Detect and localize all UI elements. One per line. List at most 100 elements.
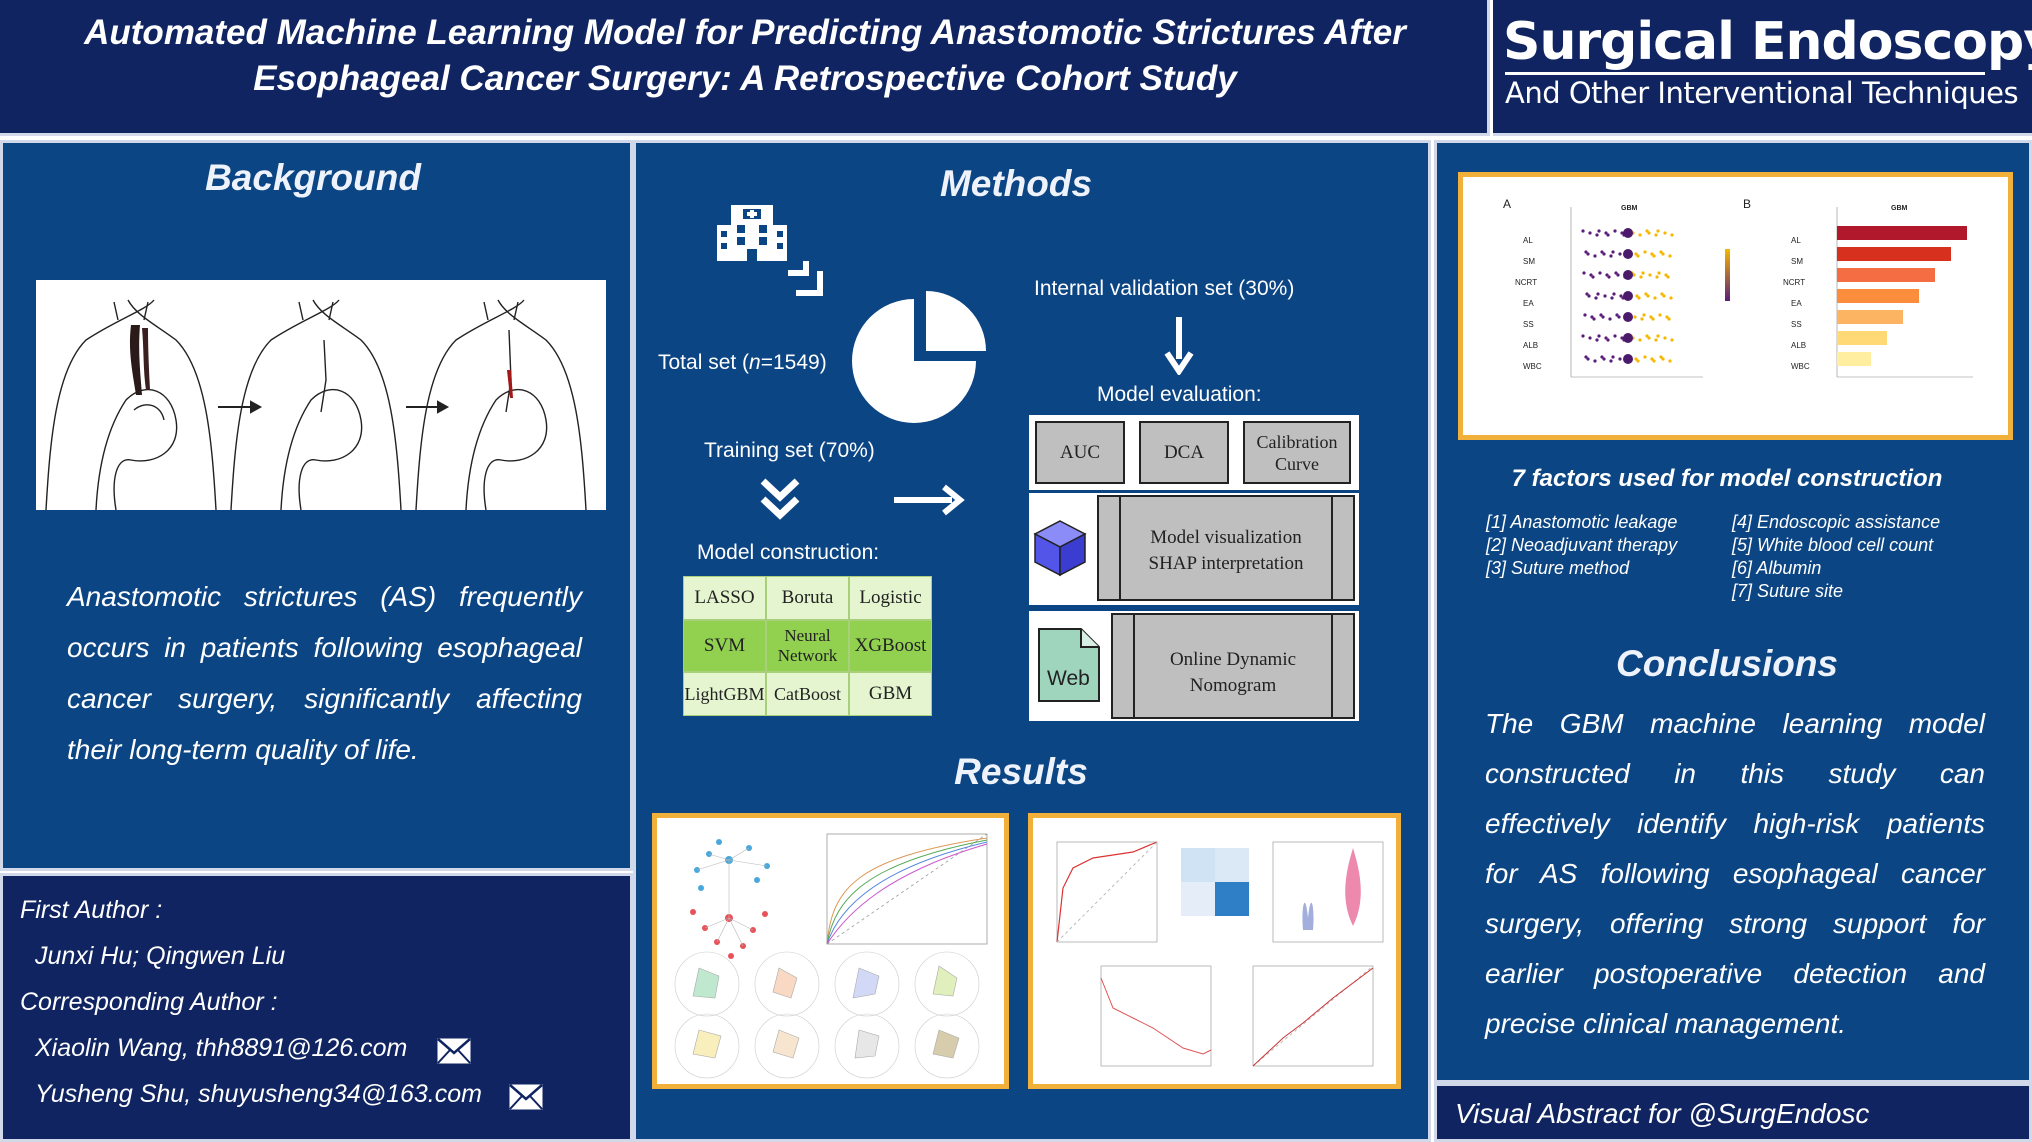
shap-feature-label: SS [1523, 320, 1534, 329]
arrow-right-icon [894, 483, 966, 522]
corresponding-author-2: Yusheng Shu, shuyusheng34@163.com [35, 1080, 482, 1108]
conclusions-text: The GBM machine learning model construct… [1485, 699, 1985, 1049]
chevron-down-right-icon [786, 259, 828, 306]
background-text: Anastomotic strictures (AS) frequently o… [67, 571, 582, 775]
model-lightgbm: LightGBM [683, 672, 766, 716]
footer-panel: Visual Abstract for @SurgEndosc [1434, 1083, 2032, 1142]
conclusion-line-3: effectively identify high-risk patients [1485, 808, 1985, 839]
first-authors: Junxi Hu; Qingwen Liu [35, 942, 286, 970]
background-line-3: cancer surgery, significantly affecting [67, 683, 582, 714]
conclusion-line-1: The GBM machine learning model [1485, 708, 1985, 739]
conclusions-heading: Conclusions [1615, 643, 1839, 684]
results-heading: Results [954, 751, 1088, 792]
arrow-down-icon [1164, 317, 1194, 380]
methods-heading: Methods [939, 163, 1093, 204]
surgery-illustration [36, 280, 606, 511]
factor-item: [6] Albumin [1732, 558, 1822, 578]
conclusion-line-4: for AS following esophageal cancer [1485, 858, 1985, 889]
shap-feature-label: NCRT [1783, 278, 1806, 287]
journal-logo: Surgical Endoscopy And Other Interventio… [1493, 0, 2032, 136]
evaluation-box: AUC DCA Calibration Curve [1029, 415, 1359, 490]
shap-panel-a-label: A [1503, 197, 1512, 211]
conclusion-line-7: precise clinical management. [1485, 1008, 1847, 1039]
methods-panel: Methods Total set (n=1549) [633, 140, 1431, 1142]
results-figure-1 [652, 813, 1009, 1089]
visual-abstract-label: Visual Abstract for @SurgEndosc [1455, 1098, 1870, 1129]
factor-item: [5] White blood cell count [1732, 535, 1934, 555]
model-visualization-box: Model visualization SHAP interpretation [1029, 493, 1359, 605]
vis-line-2: SHAP interpretation [1148, 553, 1304, 574]
shap-feature-label: WBC [1791, 362, 1810, 371]
vis-frame-line-left [1119, 497, 1121, 599]
journal-name: Surgical Endoscopy [1503, 12, 2032, 72]
factor-item: [1] Anastomotic leakage [1486, 512, 1678, 532]
factor-item: [3] Suture method [1486, 558, 1630, 578]
background-panel: Background [0, 140, 633, 871]
factor-item: [7] Suture site [1732, 581, 1844, 601]
shap-title-a: GBM [1621, 205, 1638, 212]
shap-feature-label: SM [1523, 257, 1535, 266]
eval-auc: AUC [1035, 421, 1125, 484]
shap-feature-label: EA [1791, 299, 1802, 308]
web-label: Web [1047, 667, 1090, 690]
shap-title-b: GBM [1891, 205, 1908, 212]
factor-item: [4] Endoscopic assistance [1732, 512, 1941, 532]
model-gbm: GBM [849, 672, 932, 716]
factor-item: [2] Neoadjuvant therapy [1486, 535, 1678, 555]
title-banner: Automated Machine Learning Model for Pre… [0, 0, 1490, 136]
hospital-icon [717, 201, 787, 268]
conclusion-line-5: surgery, offering strong support for [1485, 908, 1985, 939]
title-line-1: Automated Machine Learning Model for Pre… [84, 13, 1406, 52]
corresponding-author-1: Xiaolin Wang, thh8891@126.com [35, 1034, 408, 1062]
training-set-label: Training set (70%) [704, 439, 875, 462]
authors-panel: First Author : Junxi Hu; Qingwen Liu Cor… [0, 873, 633, 1142]
shap-feature-label: ALB [1791, 341, 1807, 350]
title-line-2: Esophageal Cancer Surgery: A Retrospecti… [253, 59, 1237, 98]
model-neural-network: Neural Network [766, 620, 849, 672]
model-lasso: LASSO [683, 576, 766, 620]
shap-feature-label: AL [1523, 236, 1533, 245]
model-evaluation-label: Model evaluation: [1097, 383, 1262, 406]
results-figure-2 [1028, 813, 1401, 1089]
factors-right-list: [4] Endoscopic assistance [5] White bloo… [1732, 511, 1940, 603]
background-line-4: their long-term quality of life. [67, 734, 419, 765]
shap-feature-label: SS [1791, 320, 1802, 329]
factors-left-list: [1] Anastomotic leakage [2] Neoadjuvant … [1486, 511, 1677, 580]
background-line-2: occurs in patients following esophageal [67, 632, 582, 663]
pie-chart-icon [852, 289, 988, 430]
shap-feature-label: ALB [1523, 341, 1539, 350]
vis-frame-line-right [1331, 497, 1333, 599]
first-author-label: First Author : [20, 896, 163, 924]
shap-panel-b-label: B [1743, 197, 1752, 211]
model-boruta: Boruta [766, 576, 849, 620]
internal-validation-label: Internal validation set (30%) [1034, 277, 1295, 300]
model-construction-label: Model construction: [697, 541, 880, 564]
conclusion-line-2: constructed in this study can [1485, 758, 1985, 789]
journal-subtitle: And Other Interventional Techniques [1505, 76, 2019, 110]
shap-feature-label: EA [1523, 299, 1534, 308]
total-set-label: Total set (n=1549) [658, 351, 827, 374]
eval-calibration: Calibration Curve [1243, 421, 1351, 484]
model-svm: SVM [683, 620, 766, 672]
vis-frame: Model visualization SHAP interpretation [1097, 495, 1355, 601]
mail-icon[interactable] [509, 1084, 543, 1115]
chevron-double-down-icon [759, 477, 801, 528]
eval-dca: DCA [1139, 421, 1229, 484]
nomogram-frame-line-left [1133, 615, 1135, 717]
shap-feature-label: NCRT [1515, 278, 1538, 287]
model-catboost: CatBoost [766, 672, 849, 716]
background-heading: Background [205, 157, 421, 198]
nomogram-line-2: Nomogram [1189, 675, 1277, 696]
mail-icon[interactable] [437, 1038, 471, 1069]
background-line-1: Anastomotic strictures (AS) frequently [67, 581, 582, 612]
conclusion-line-6: earlier postoperative detection and [1485, 958, 1985, 989]
shap-feature-label: SM [1791, 257, 1803, 266]
cube-icon [1033, 519, 1087, 582]
nomogram-line-1: Online Dynamic [1169, 649, 1297, 670]
model-grid: LASSO Boruta Logistic SVM Neural Network… [683, 576, 932, 716]
journal-underline [1505, 72, 1985, 75]
web-document-icon: Web [1037, 627, 1101, 708]
model-logistic: Logistic [849, 576, 932, 620]
factors-heading: 7 factors used for model construction [1511, 465, 1943, 492]
